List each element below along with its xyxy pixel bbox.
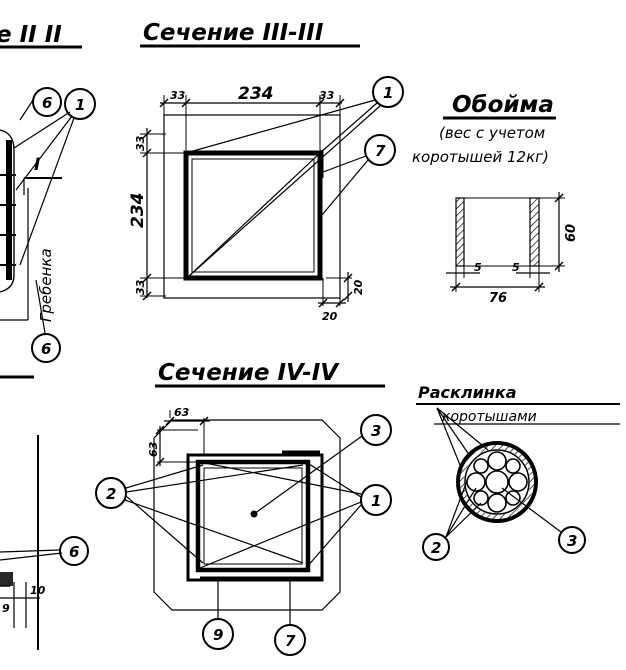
dim-10: 10 [30,584,46,597]
section-iii-title: Сечение III-III [143,20,324,46]
callout-2-iv-label: 2 [106,485,116,503]
callout-6-low-label: 6 [69,543,79,561]
section-iv-title: Сечение IV-IV [158,360,340,386]
dim-oboima-wall-right: 5 [512,261,520,274]
callout-6-mid [31,333,61,363]
dim-iii-bottom-right: 20 [322,310,338,323]
callout-2-rasklinka-label: 2 [431,539,441,557]
callout-1-iii [372,76,404,108]
callout-6-mid-label: 6 [41,340,51,358]
dim-oboima-height: 60 [564,224,579,242]
callout-3-rasklinka [558,526,586,554]
callout-1-top-left-label: 1 [75,96,85,114]
callout-6-top-label: 6 [42,94,52,112]
callout-2-iv [95,477,127,509]
oboima-note-1: (вес с учетом [439,124,545,142]
callout-9-iv-label: 9 [213,626,223,644]
dim-iii-left-bottom: 33 [134,279,147,295]
grebenka-label: Гребенка [37,248,55,322]
dim-iii-top-left: 33 [170,89,186,102]
section-iv: Сечение IV-IV 63 63 2 [95,360,392,656]
dim-iv-left: 63 [147,441,160,457]
rasklinka-detail: Расклинка коротышами 2 3 [416,383,620,561]
callout-3-iv [360,414,392,446]
dim-iii-top-mid: 234 [238,84,274,104]
dim-oboima-wall-left: 5 [474,261,482,274]
callout-7-iii [364,134,396,166]
oboima-note-2: коротышей 12кг) [412,148,549,166]
rasklinka-title-2: коротышами [442,409,537,425]
mark-I: I [34,155,40,175]
oboima-title: Обойма [452,92,554,118]
callout-2-rasklinka [422,533,450,561]
left-partial-section: е II II 6 1 I Гребенка 6 [0,22,96,650]
dim-iii-left-top: 33 [134,135,147,151]
callout-1-iv [360,484,392,516]
rasklinka-title-1: Расклинка [418,383,517,402]
section-ii-title: е II II [0,22,62,48]
callout-3-rasklinka-label: 3 [567,532,577,550]
callout-1-top-left [64,88,96,120]
dim-iv-top: 63 [174,406,190,419]
section-iii: Сечение III-III 33 234 33 33 [128,20,404,323]
callout-6-top [32,87,62,117]
callout-1-iii-label: 1 [383,84,393,102]
callout-7-iv-label: 7 [285,632,296,650]
dim-iii-top-right: 33 [319,89,335,102]
dim-iii-left-mid: 234 [128,193,148,229]
callout-1-iv-label: 1 [371,492,381,510]
callout-3-iv-label: 3 [371,422,381,440]
callout-6-low [59,536,89,566]
dim-iii-right-bottom: 20 [352,279,365,295]
dim-oboima-width: 76 [489,291,507,306]
oboima-detail: Обойма (вес с учетом коротышей 12кг) 60 … [412,92,579,306]
callout-7-iii-label: 7 [375,142,386,160]
dim-9: 9 [2,602,10,615]
